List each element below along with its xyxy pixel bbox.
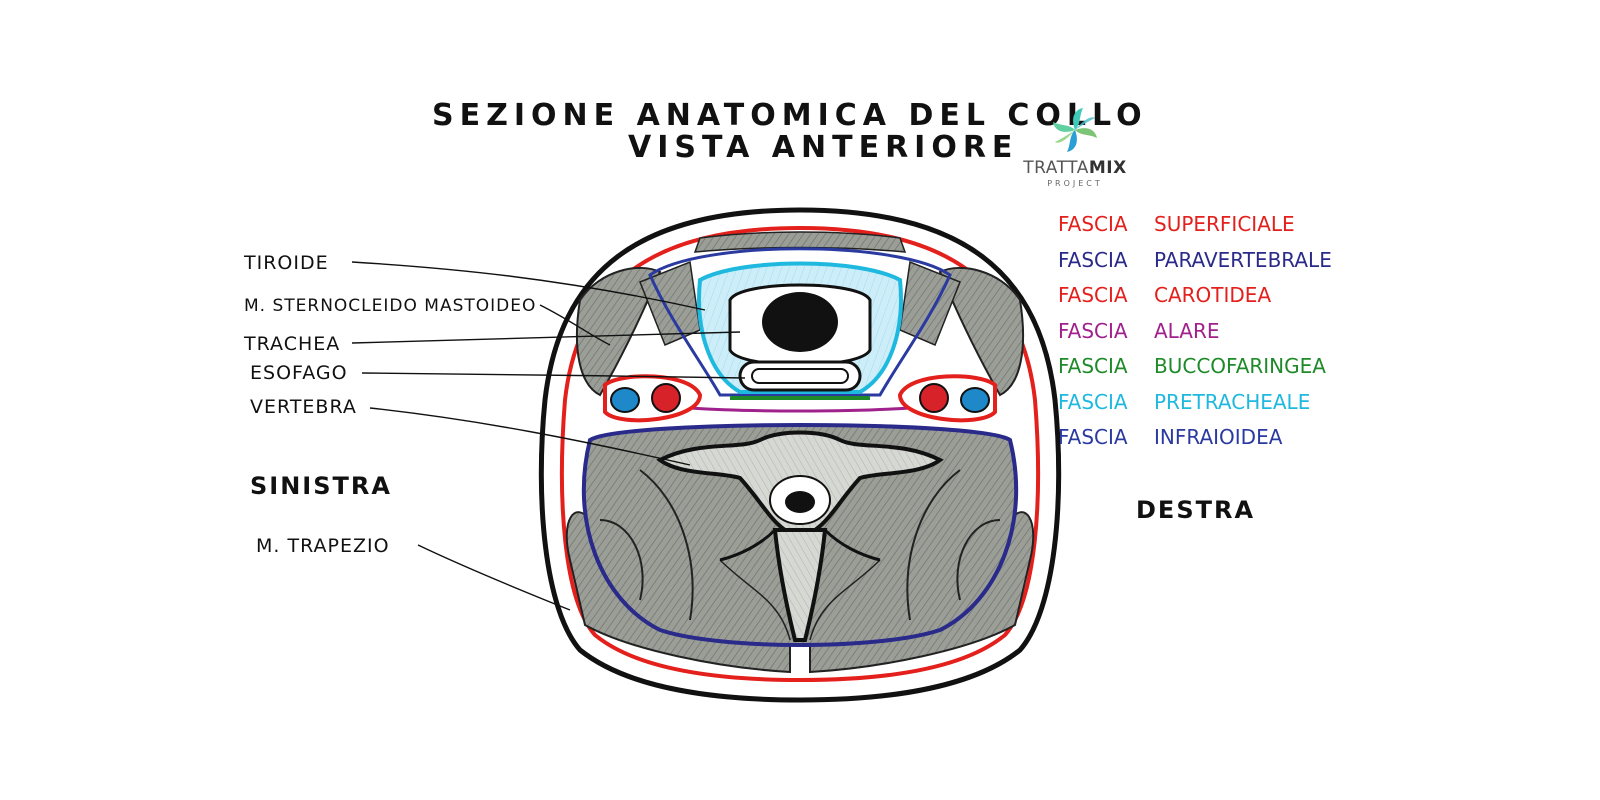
fascia-superficiale [559, 225, 1041, 683]
legend-word-fascia: FASCIA [1058, 354, 1128, 378]
label-sternocleido: M. STERNOCLEIDO MASTOIDEO [244, 296, 537, 316]
legend-row: FASCIA ALARE [1058, 319, 1220, 343]
legend-word-fascia: FASCIA [1058, 283, 1128, 307]
logo-subtitle: PROJECT [1047, 179, 1103, 188]
spinal-cord [785, 491, 815, 513]
title-line-2: VISTA ANTERIORE [628, 130, 1019, 165]
label-trapezio: M. TRAPEZIO [256, 535, 390, 557]
legend-row: FASCIA BUCCOFARINGEA [1058, 354, 1326, 378]
legend-word-fascia: FASCIA [1058, 247, 1128, 272]
legend-fascia-name: PARAVERTEBRALE [1154, 247, 1332, 272]
legend-row: FASCIA PARAVERTEBRALE [1058, 248, 1332, 272]
pinwheel-logo-icon [1053, 108, 1097, 152]
side-label-left: SINISTRA [250, 472, 392, 500]
legend-row: FASCIA PRETRACHEALE [1058, 390, 1310, 414]
legend-word-fascia: FASCIA [1058, 212, 1128, 236]
label-trachea: TRACHEA [244, 333, 341, 355]
logo-name-a: TRATTA [1023, 158, 1089, 178]
vena-left [610, 387, 640, 413]
legend-fascia-name: ALARE [1154, 318, 1220, 343]
legend-fascia-name: BUCCOFARINGEA [1154, 354, 1326, 378]
legend-word-fascia: FASCIA [1058, 389, 1128, 414]
legend-fascia-name: CAROTIDEA [1154, 283, 1272, 307]
leader-esofago [361, 372, 746, 379]
legend-row: FASCIA INFRAIOIDEA [1058, 425, 1282, 449]
logo-name-b: MIX [1088, 158, 1127, 178]
vena-right [960, 387, 990, 413]
fascia-infraioidea [648, 247, 952, 397]
trachea-lumen [762, 292, 838, 352]
side-label-right: DESTRA [1136, 496, 1256, 524]
fascia-alare [689, 406, 911, 413]
leader-sternocleido [539, 304, 611, 346]
leader-trapezio [417, 544, 571, 611]
arteria-right [919, 383, 949, 413]
leader-lines [351, 261, 746, 611]
label-esofago: ESOFAGO [250, 362, 348, 384]
legend-word-fascia: FASCIA [1058, 425, 1128, 449]
legend-row: FASCIA CAROTIDEA [1058, 283, 1271, 307]
label-tiroide: TIROIDE [244, 252, 329, 274]
legend-row: FASCIA SUPERFICIALE [1058, 212, 1295, 236]
label-vertebra: VERTEBRA [250, 396, 357, 418]
spinous-process [772, 528, 828, 642]
legend-fascia-name: SUPERFICIALE [1154, 212, 1295, 236]
legend-word-fascia: FASCIA [1058, 318, 1128, 343]
leader-tiroide [351, 261, 706, 311]
legend-fascia-name: PRETRACHEALE [1154, 389, 1311, 414]
logo-wordmark: TRATTAMIX [1010, 158, 1140, 178]
arteria-left [651, 383, 681, 413]
sternocleido-left [575, 266, 662, 397]
leader-vertebra [369, 407, 691, 466]
trattamix-logo: TRATTAMIX PROJECT [1010, 104, 1140, 194]
sternocleido-right [938, 266, 1025, 397]
infraioidea-straps [693, 231, 907, 253]
title-line-1: SEZIONE ANATOMICA DEL COLLO [432, 98, 1148, 133]
legend-fascia-name: INFRAIOIDEA [1154, 425, 1283, 449]
